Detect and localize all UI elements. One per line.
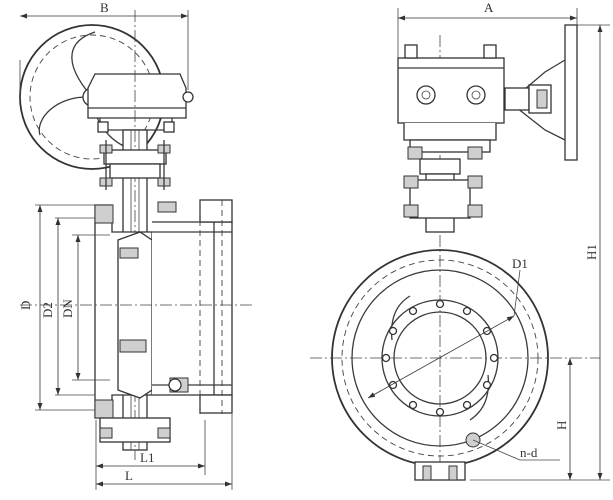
dim-label-d: D	[18, 301, 33, 310]
dim-label-d2: D2	[40, 302, 55, 318]
dim-label-nd: n-d	[520, 445, 538, 460]
front-dimensions	[367, 8, 610, 481]
gearbox	[87, 73, 194, 133]
side-dimensions	[19, 10, 233, 490]
dim-label-h1: H1	[584, 244, 599, 260]
dim-label-b: B	[100, 0, 109, 15]
dim-label-l: L	[125, 468, 133, 483]
dim-label-l1: L1	[140, 450, 154, 465]
dim-label-d1: D1	[512, 256, 528, 271]
handwheel-edge	[504, 24, 578, 161]
dim-label-h: H	[554, 421, 569, 430]
valve-body	[20, 199, 255, 443]
neck-front	[403, 158, 483, 233]
gearbox-front	[397, 44, 505, 160]
front-view: A H1 H D1 n-d	[310, 0, 610, 481]
dim-label-a: A	[484, 0, 494, 15]
side-view: B D D2 DN L1 L	[18, 0, 255, 490]
top-flange	[99, 140, 171, 190]
dim-label-dn: DN	[60, 299, 75, 318]
